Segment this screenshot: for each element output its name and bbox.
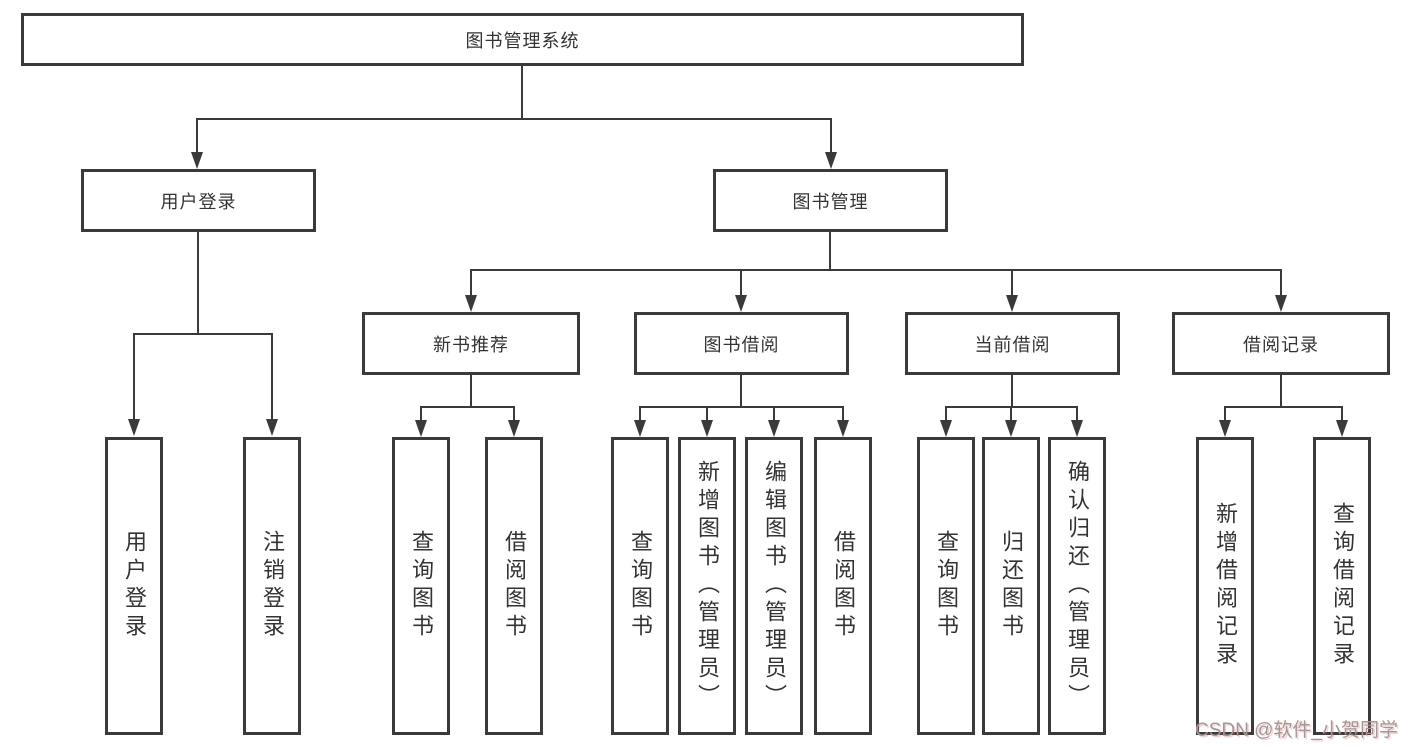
node-system-root: 图书管理系统 <box>21 13 1024 66</box>
leaf-label: 借阅图书 <box>831 530 856 642</box>
arrowhead-down-icon <box>701 420 713 437</box>
connector-line <box>706 406 708 420</box>
arrowhead-down-icon <box>266 419 278 436</box>
node-label: 图书管理系统 <box>465 30 580 51</box>
arrowhead-down-icon <box>940 420 952 437</box>
node-user-login: 用户登录 <box>81 169 316 232</box>
leaf-return-books: 归还图书 <box>982 437 1040 735</box>
arrowhead-down-icon <box>128 419 140 436</box>
connector-line <box>133 333 273 335</box>
connector-line <box>197 232 199 333</box>
connector-line <box>271 333 273 419</box>
arrowhead-down-icon <box>1275 295 1287 312</box>
leaf-query-books-recommend: 查询图书 <box>392 437 450 735</box>
leaf-label: 注销登录 <box>260 530 285 642</box>
connector-line <box>513 406 515 420</box>
connector-line <box>470 375 472 406</box>
leaf-add-borrow-record: 新增借阅记录 <box>1196 437 1254 735</box>
leaf-label: 查询图书 <box>934 530 959 642</box>
leaf-label: 新增借阅记录 <box>1213 502 1238 670</box>
connector-line <box>842 406 844 420</box>
connector-line <box>639 406 844 408</box>
arrowhead-down-icon <box>1005 420 1017 437</box>
arrowhead-down-icon <box>735 295 747 312</box>
node-label: 当前借阅 <box>974 334 1051 355</box>
leaf-label: 归还图书 <box>999 530 1024 642</box>
node-new-book-recommend: 新书推荐 <box>362 312 580 375</box>
connector-line <box>945 406 947 420</box>
connector-line <box>196 118 198 153</box>
arrowhead-down-icon <box>1071 420 1083 437</box>
arrowhead-down-icon <box>768 420 780 437</box>
connector-line <box>1010 406 1012 420</box>
arrowhead-down-icon <box>837 420 849 437</box>
arrowhead-down-icon <box>1219 420 1231 437</box>
leaf-confirm-return-admin: 确认归还（管理员） <box>1048 437 1106 735</box>
node-label: 图书借阅 <box>703 334 780 355</box>
connector-line <box>1280 269 1282 295</box>
csdn-watermark: CSDN @软件_小贺同学 <box>1195 720 1398 741</box>
arrowhead-down-icon <box>634 420 646 437</box>
leaf-label: 查询借阅记录 <box>1330 502 1355 670</box>
leaf-label: 确认归还（管理员） <box>1065 460 1090 712</box>
leaf-query-books-borrowing: 查询图书 <box>611 437 669 735</box>
connector-line <box>420 406 422 420</box>
arrowhead-down-icon <box>508 420 520 437</box>
arrowhead-down-icon <box>825 152 837 169</box>
connector-line <box>1011 375 1013 406</box>
connector-line <box>740 375 742 406</box>
node-label: 借阅记录 <box>1243 334 1319 355</box>
leaf-label: 查询图书 <box>628 530 653 642</box>
connector-line <box>470 269 1282 271</box>
connector-line <box>1280 375 1282 406</box>
node-current-borrowing: 当前借阅 <box>905 312 1120 375</box>
connector-line <box>1224 406 1343 408</box>
leaf-label: 编辑图书（管理员） <box>762 460 787 712</box>
node-label: 用户登录 <box>160 191 237 212</box>
node-book-management: 图书管理 <box>713 169 948 232</box>
leaf-user-login: 用户登录 <box>105 437 163 735</box>
node-label: 新书推荐 <box>433 334 509 355</box>
leaf-borrow-books-recommend: 借阅图书 <box>485 437 543 735</box>
connector-line <box>196 118 832 120</box>
leaf-label: 用户登录 <box>122 530 147 642</box>
connector-line <box>829 232 831 269</box>
connector-line <box>470 269 472 295</box>
leaf-label: 借阅图书 <box>502 530 527 642</box>
leaf-add-books-admin: 新增图书（管理员） <box>678 437 736 735</box>
connector-line <box>1011 269 1013 295</box>
connector-line <box>639 406 641 420</box>
leaf-borrow-books: 借阅图书 <box>814 437 872 735</box>
arrowhead-down-icon <box>415 420 427 437</box>
leaf-label: 新增图书（管理员） <box>695 460 720 712</box>
leaf-query-borrow-record: 查询借阅记录 <box>1313 437 1371 735</box>
node-borrowing-records: 借阅记录 <box>1172 312 1390 375</box>
connector-line <box>1076 406 1078 420</box>
arrowhead-down-icon <box>191 152 203 169</box>
connector-line <box>133 333 135 419</box>
leaf-query-books-current: 查询图书 <box>917 437 975 735</box>
connector-line <box>773 406 775 420</box>
leaf-edit-books-admin: 编辑图书（管理员） <box>745 437 803 735</box>
connector-line <box>420 406 515 408</box>
connector-line <box>521 66 523 118</box>
leaf-label: 查询图书 <box>409 530 434 642</box>
connector-line <box>1224 406 1226 420</box>
arrowhead-down-icon <box>465 295 477 312</box>
node-book-borrowing: 图书借阅 <box>634 312 849 375</box>
leaf-logout: 注销登录 <box>243 437 301 735</box>
connector-line <box>830 118 832 153</box>
arrowhead-down-icon <box>1006 295 1018 312</box>
connector-line <box>740 269 742 295</box>
connector-line <box>1341 406 1343 420</box>
node-label: 图书管理 <box>792 191 869 212</box>
arrowhead-down-icon <box>1336 420 1348 437</box>
